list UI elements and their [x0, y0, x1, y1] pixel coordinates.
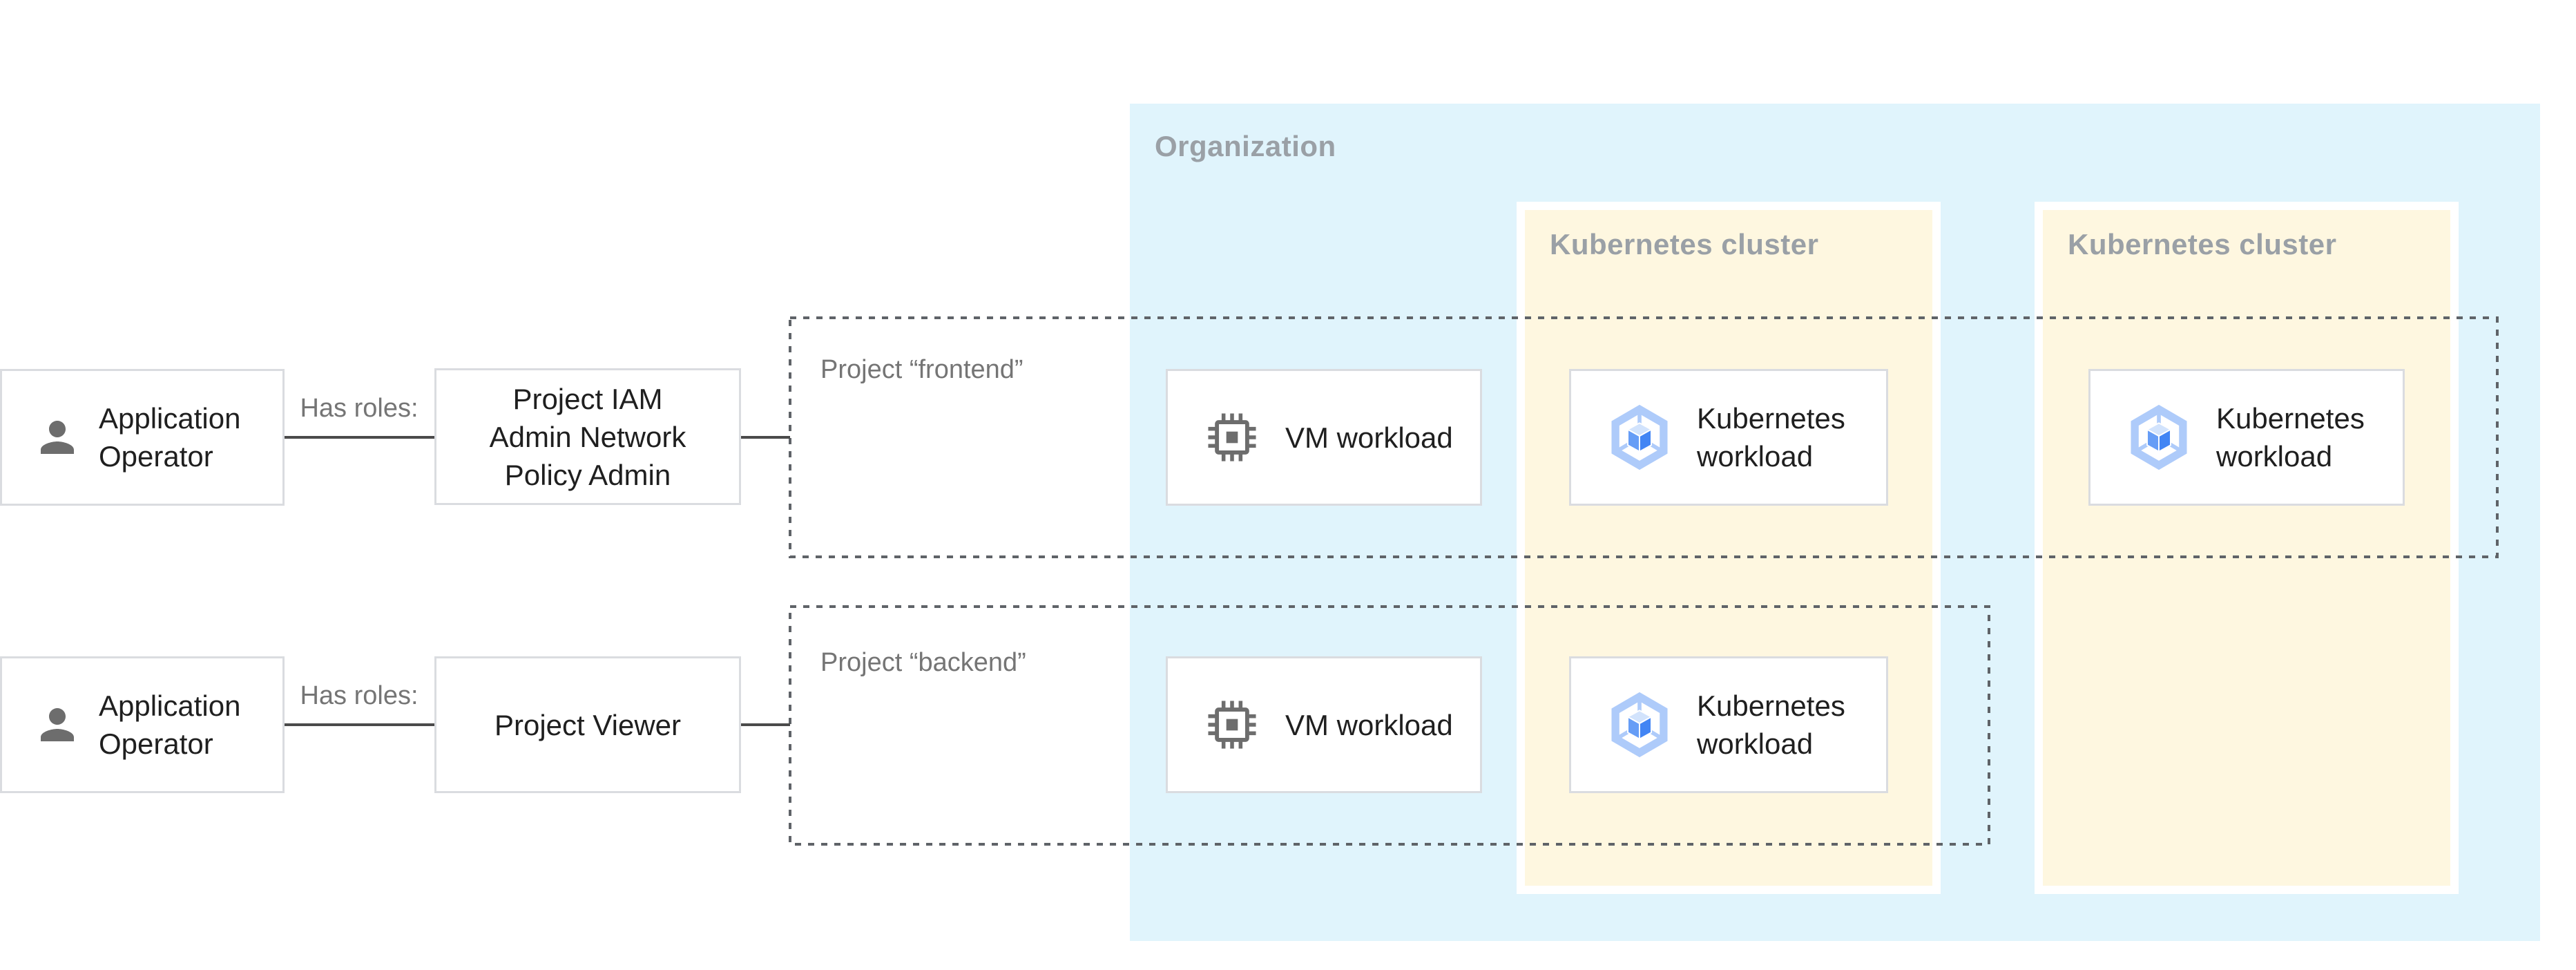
project-backend-dashed-rect	[789, 605, 1990, 846]
kubernetes-workload-label: Kubernetes workload	[1697, 402, 1845, 473]
person-icon	[41, 421, 74, 454]
kubernetes-workload-node-frontend-cluster2: Kubernetes workload	[2088, 369, 2405, 506]
kubernetes-cluster-label-1: Kubernetes cluster	[1550, 228, 1819, 260]
gke-hexagon-icon	[1611, 692, 1668, 758]
gke-hexagon-icon	[2131, 404, 2187, 470]
kubernetes-cluster-label-2: Kubernetes cluster	[2068, 228, 2337, 260]
project-frontend-boundary	[789, 316, 2499, 558]
connector-role1-frontend	[740, 436, 790, 439]
application-operator-label-2: Application Operator	[99, 690, 241, 760]
kubernetes-workload-label: Kubernetes workload	[2216, 402, 2365, 473]
application-operator-node-2: Application Operator	[0, 656, 285, 793]
person-icon	[41, 708, 74, 741]
connector-role2-backend	[740, 723, 790, 726]
vm-workload-label: VM workload	[1285, 421, 1453, 454]
has-roles-label-1: Has roles:	[300, 394, 419, 423]
vm-workload-label: VM workload	[1285, 708, 1453, 741]
application-operator-node-1: Application Operator	[0, 369, 285, 506]
has-roles-label-2: Has roles:	[300, 681, 419, 710]
kubernetes-workload-node-backend-cluster1: Kubernetes workload	[1569, 656, 1888, 793]
role-node-2: Project Viewer	[434, 656, 741, 793]
kubernetes-workload-label: Kubernetes workload	[1697, 690, 1845, 760]
organization-label: Organization	[1155, 130, 1336, 162]
role-node-1: Project IAM Admin Network Policy Admin	[434, 368, 741, 505]
role-label-1: Project IAM Admin Network Policy Admin	[489, 382, 686, 491]
project-backend-label: Project “backend”	[820, 648, 1026, 677]
gke-hexagon-icon	[1611, 404, 1668, 470]
project-frontend-label: Project “frontend”	[820, 355, 1023, 384]
application-operator-label-1: Application Operator	[99, 402, 241, 473]
connector-operator2-role2	[283, 723, 436, 726]
vm-chip-icon	[1208, 413, 1256, 462]
vm-chip-icon	[1208, 701, 1256, 749]
project-backend-boundary	[789, 605, 1990, 846]
connector-operator1-role1	[283, 436, 436, 439]
project-frontend-dashed-rect	[789, 316, 2499, 558]
kubernetes-workload-node-frontend-cluster1: Kubernetes workload	[1569, 369, 1888, 506]
vm-workload-node-frontend: VM workload	[1166, 369, 1482, 506]
vm-workload-node-backend: VM workload	[1166, 656, 1482, 793]
role-label-2: Project Viewer	[494, 708, 681, 741]
